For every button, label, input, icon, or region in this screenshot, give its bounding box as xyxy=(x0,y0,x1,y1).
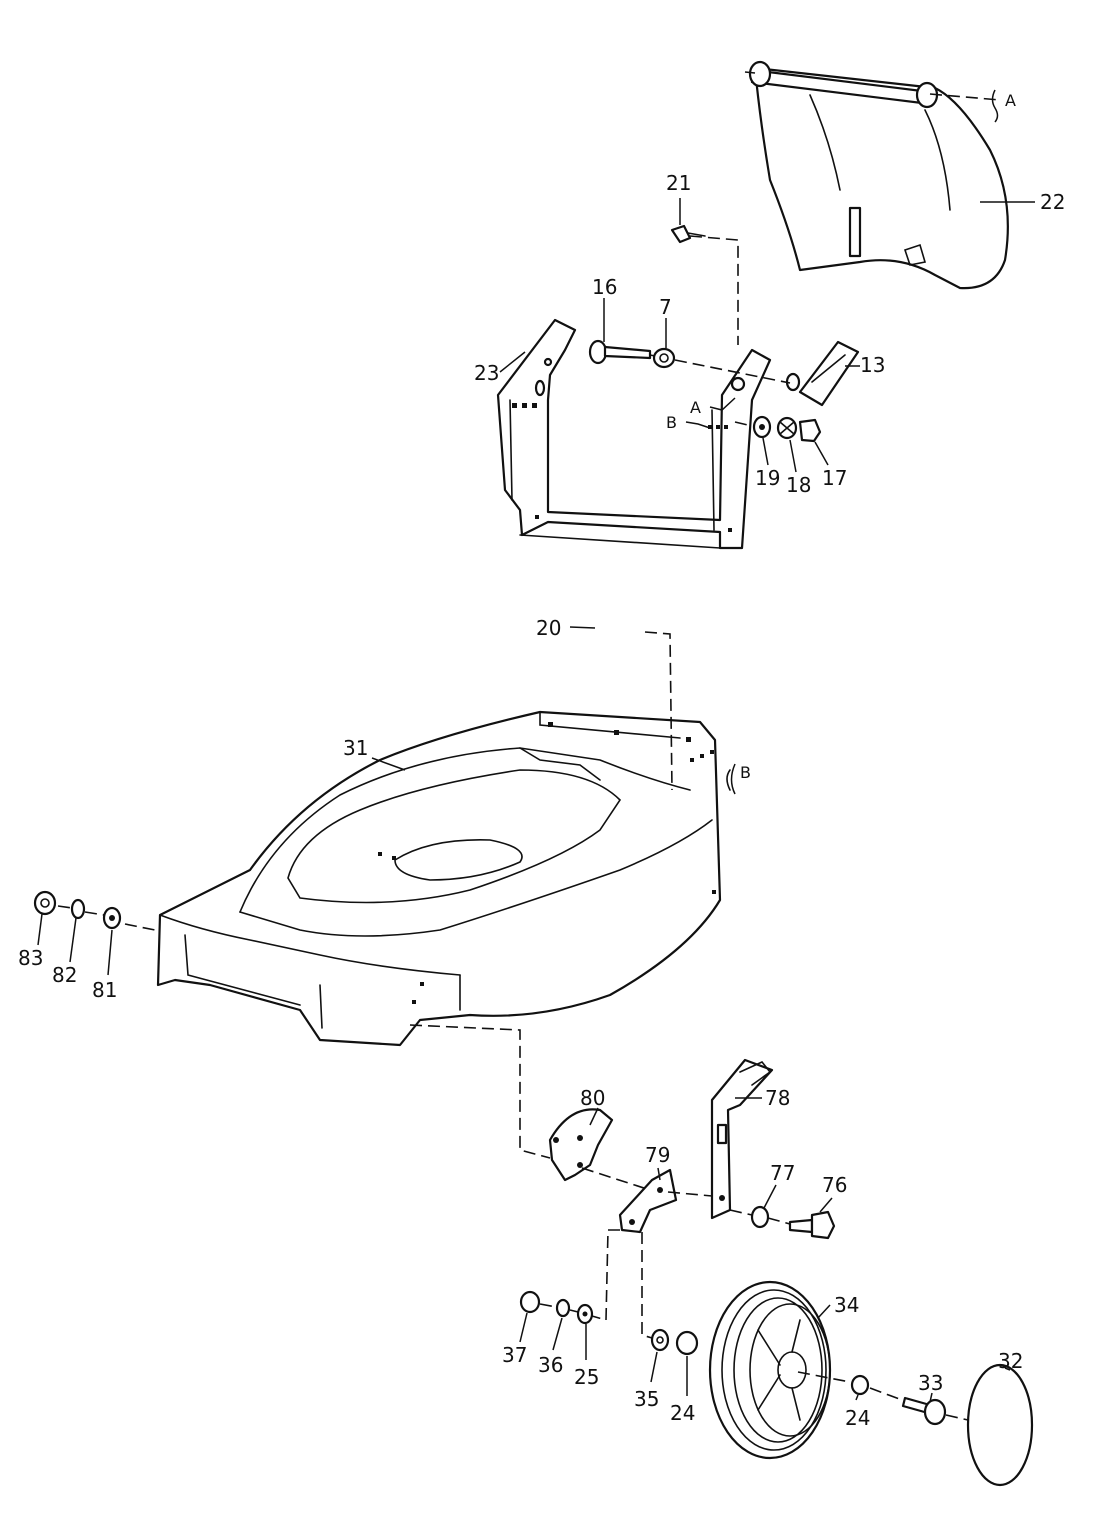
label-a-top: A xyxy=(1005,91,1016,110)
part-36-lock-washer xyxy=(555,1298,571,1318)
part-32-hub-cap xyxy=(966,1363,1034,1487)
label-82: 82 xyxy=(52,963,77,987)
label-81: 81 xyxy=(92,978,117,1002)
part-35-washer xyxy=(650,1328,670,1352)
part-79-axle-bracket xyxy=(618,1168,678,1234)
label-35: 35 xyxy=(634,1387,659,1411)
label-18: 18 xyxy=(786,473,811,497)
label-16: 16 xyxy=(592,275,617,299)
label-17: 17 xyxy=(822,466,847,490)
assembly-lines xyxy=(57,93,1001,1421)
part-31-mower-deck xyxy=(156,710,731,1047)
label-79: 79 xyxy=(645,1143,670,1167)
label-77: 77 xyxy=(770,1161,795,1185)
part-78-adjust-lever xyxy=(710,1058,774,1220)
part-34-wheel xyxy=(708,1280,832,1460)
label-20: 20 xyxy=(536,616,561,640)
label-33: 33 xyxy=(918,1371,943,1395)
leader-lines xyxy=(37,89,1035,1403)
label-22: 22 xyxy=(1040,190,1065,214)
part-83-nut xyxy=(33,890,57,916)
label-78: 78 xyxy=(765,1086,790,1110)
label-80: 80 xyxy=(580,1086,605,1110)
part-82-lock-washer xyxy=(70,898,86,920)
label-24-inner: 24 xyxy=(670,1401,695,1425)
label-31: 31 xyxy=(343,736,368,760)
label-36: 36 xyxy=(538,1353,563,1377)
part-33-axle-bolt xyxy=(901,1396,947,1426)
label-b-side: B xyxy=(666,413,677,432)
part-80-cover-plate xyxy=(548,1108,614,1182)
part-13-hinge-pin xyxy=(785,340,860,407)
label-32: 32 xyxy=(998,1349,1023,1373)
part-labels: 21 22 A 16 7 13 23 A B 19 18 17 20 31 B … xyxy=(18,91,1065,1430)
label-13: 13 xyxy=(860,353,885,377)
part-17-cap-nut xyxy=(798,418,822,443)
label-b-deck: B xyxy=(740,763,751,782)
part-19-washer xyxy=(752,415,772,439)
part-22-rear-flap xyxy=(744,60,1009,290)
label-34: 34 xyxy=(834,1293,859,1317)
part-37-nut xyxy=(519,1290,541,1314)
label-19: 19 xyxy=(755,466,780,490)
part-77-washer xyxy=(750,1205,770,1229)
label-25: 25 xyxy=(574,1365,599,1389)
part-81-washer xyxy=(102,906,122,930)
part-76-bolt xyxy=(788,1210,836,1240)
part-7-nut xyxy=(652,347,676,369)
part-24-bushing-outer xyxy=(850,1374,870,1396)
label-24-outer: 24 xyxy=(845,1406,870,1430)
label-7: 7 xyxy=(659,295,672,319)
part-23-handle-bracket xyxy=(496,318,772,550)
part-16-bolt xyxy=(588,339,652,365)
part-24-bushing-inner xyxy=(675,1330,699,1356)
part-18-lock-washer xyxy=(776,416,798,440)
part-25-washer xyxy=(576,1303,594,1325)
label-37: 37 xyxy=(502,1343,527,1367)
label-21: 21 xyxy=(666,171,691,195)
part-21-rivet xyxy=(670,224,706,244)
label-a-side: A xyxy=(690,398,701,417)
label-76: 76 xyxy=(822,1173,847,1197)
label-83: 83 xyxy=(18,946,43,970)
label-23: 23 xyxy=(474,361,499,385)
